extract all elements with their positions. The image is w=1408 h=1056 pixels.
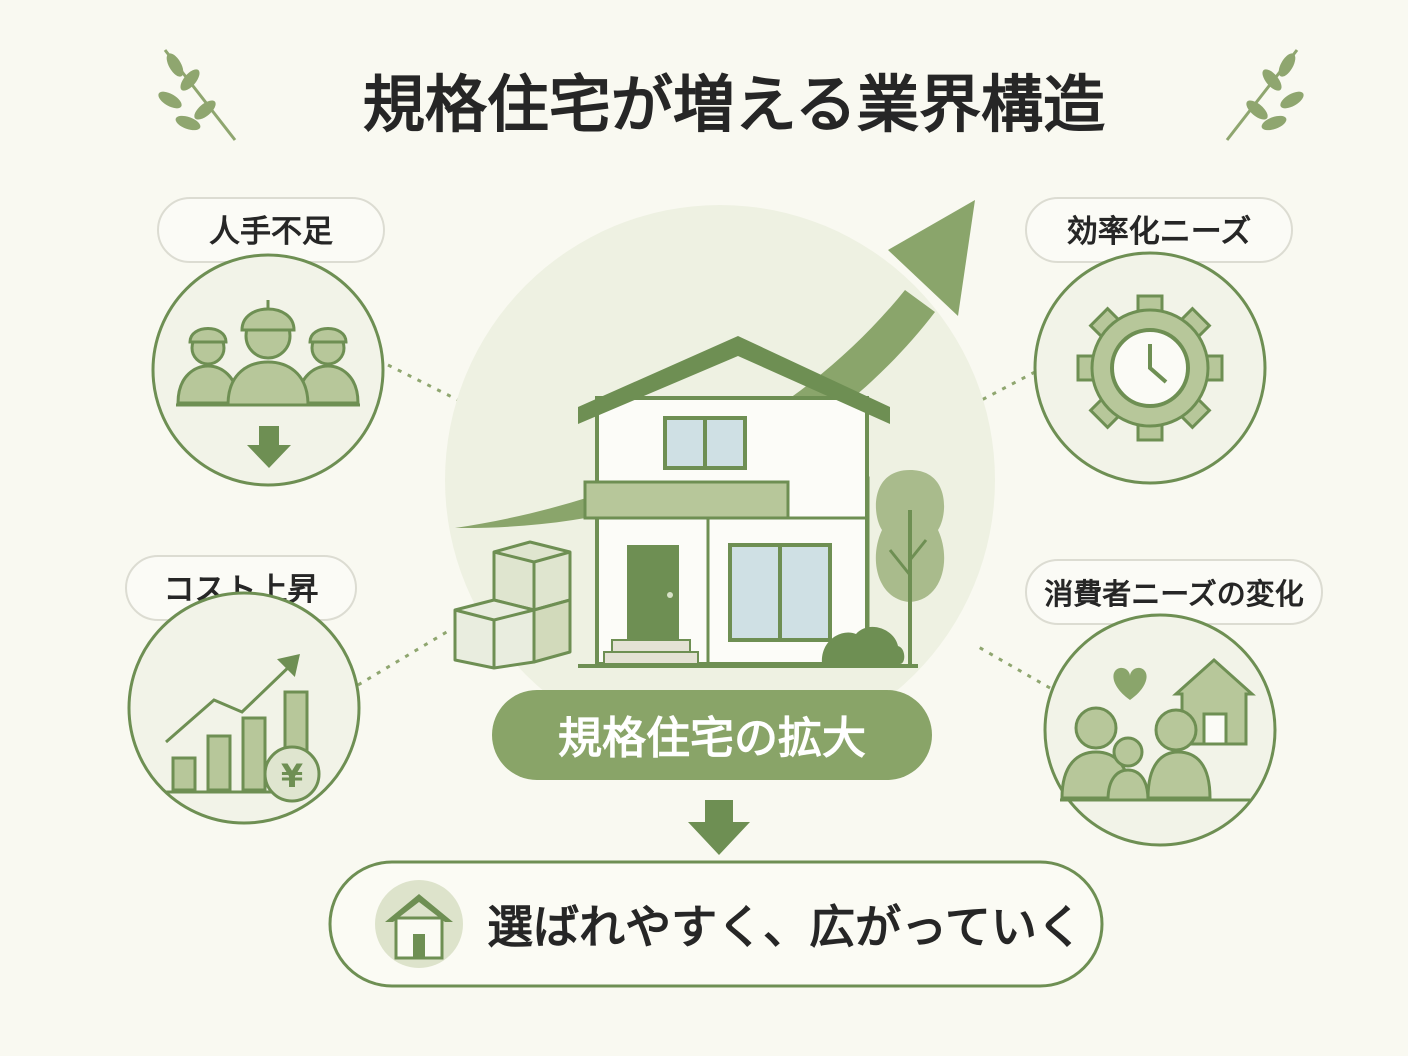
central-house bbox=[578, 336, 918, 668]
center-label: 規格住宅の拡大 bbox=[558, 713, 866, 764]
factor-labor-shortage: 人手不足 bbox=[151, 197, 385, 487]
result-pill: 選ばれやすく、広がっていく bbox=[328, 860, 1104, 988]
workers-icon bbox=[176, 300, 360, 407]
factor-label: 人手不足 bbox=[209, 214, 333, 250]
down-arrow-icon bbox=[688, 800, 750, 855]
leaf-sprig-icon bbox=[158, 49, 237, 141]
entry-step-lower bbox=[603, 651, 699, 665]
connector-consumer bbox=[974, 643, 1051, 690]
gear-clock-icon bbox=[1076, 294, 1224, 442]
balcony-band bbox=[583, 480, 790, 520]
yen-symbol: ¥ bbox=[281, 757, 303, 795]
bush bbox=[821, 626, 905, 664]
down-arrow-icon bbox=[247, 426, 291, 468]
entry-step-upper bbox=[611, 639, 691, 653]
tree-icon bbox=[821, 470, 945, 664]
boxes-icon bbox=[453, 540, 572, 670]
factor-consumer-change: 消費者ニーズの変化 bbox=[1025, 559, 1323, 847]
connector-lines bbox=[357, 363, 1051, 690]
page-title: 規格住宅が増える業界構造 bbox=[363, 68, 1105, 141]
heart-icon bbox=[1113, 667, 1147, 700]
house-icon bbox=[385, 894, 453, 960]
family-house-icon bbox=[1060, 657, 1256, 802]
factor-label: 消費者ニーズの変化 bbox=[1044, 577, 1304, 611]
result-label: 選ばれやすく、広がっていく bbox=[487, 900, 1083, 954]
connector-efficiency bbox=[971, 370, 1036, 407]
yen-coin-icon: ¥ bbox=[263, 745, 321, 803]
connector-labor bbox=[387, 363, 469, 407]
factor-label: 効率化ニーズ bbox=[1067, 214, 1251, 250]
connector-cost bbox=[357, 628, 451, 687]
title-group: 規格住宅が増える業界構造 bbox=[158, 49, 1304, 141]
factor-cost-rise: コスト上昇 ¥ bbox=[125, 555, 361, 825]
leaf-sprig-icon bbox=[1225, 49, 1304, 141]
roof bbox=[578, 336, 890, 424]
factor-efficiency-needs: 効率化ニーズ bbox=[1025, 197, 1293, 485]
center-label-pill: 規格住宅の拡大 bbox=[492, 690, 932, 780]
